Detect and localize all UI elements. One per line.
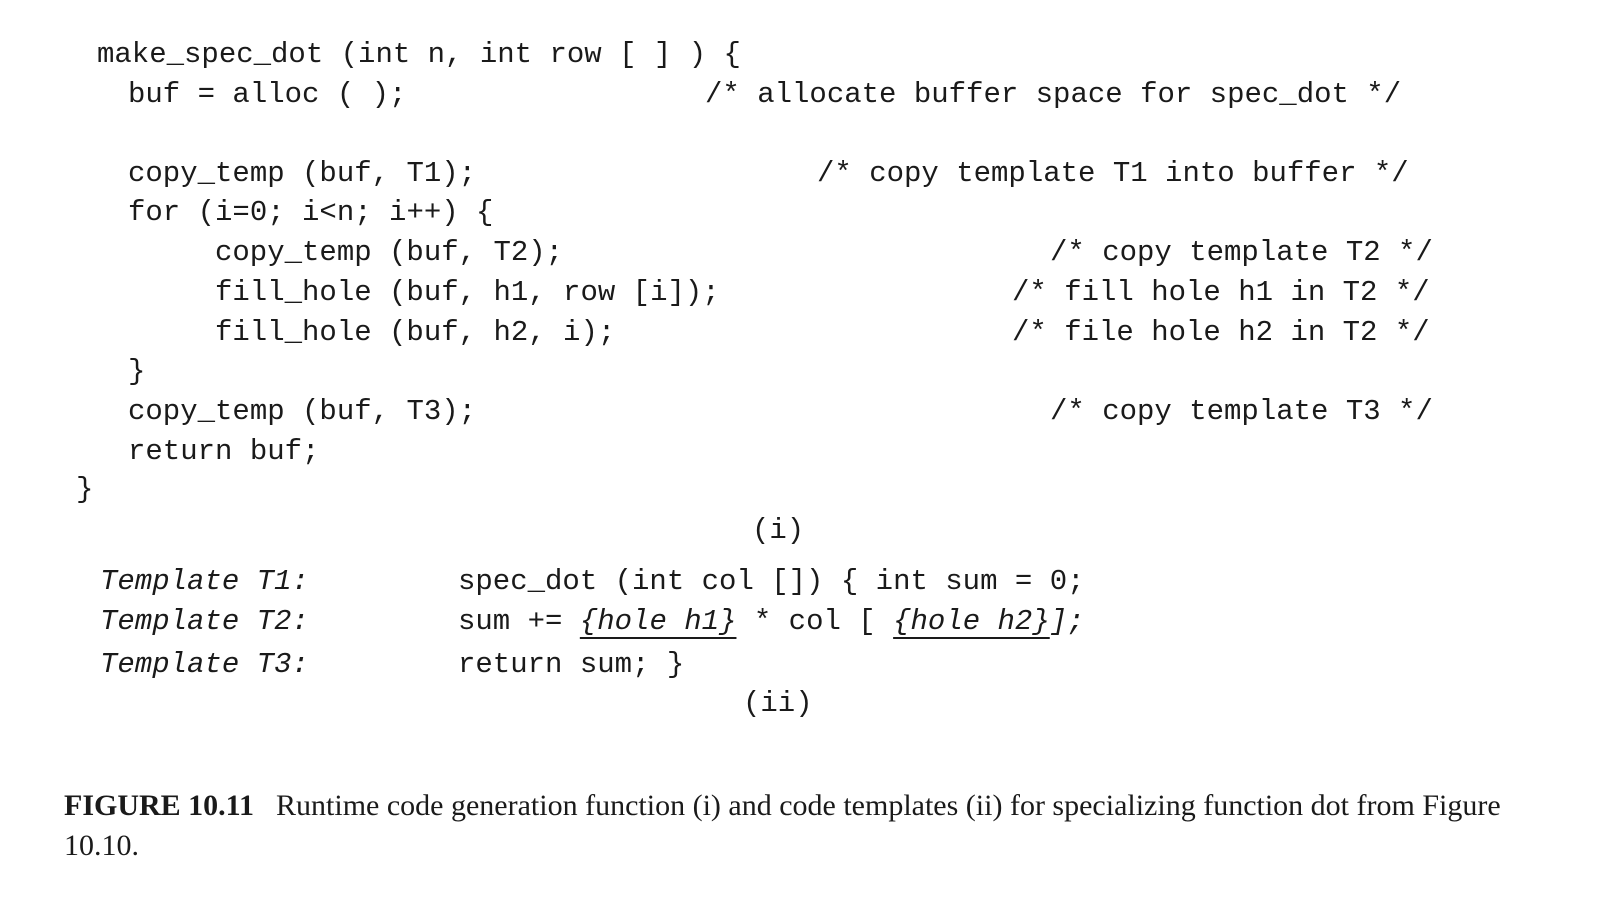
template-t1-code: spec_dot (int col []) { int sum = 0; (458, 565, 1085, 598)
code-return-line: return buf; (128, 435, 320, 468)
code-copy-t2-comment: /* copy template T2 */ (1050, 236, 1433, 269)
label-ii: (ii) (743, 687, 813, 720)
code-copy-t1: copy_temp (buf, T1); (128, 157, 477, 190)
template-t2-code: sum += {hole h1} * col [ {hole h2}]; (458, 607, 1085, 636)
code-copy-t3: copy_temp (buf, T3); (128, 395, 477, 428)
template-t2-hole-h1: {hole h1} (579, 605, 737, 638)
template-t2-hole-h2: {hole h2} (893, 605, 1050, 638)
template-t2-mid: * col [ (736, 605, 894, 638)
template-t1-label: Template T1: (100, 565, 309, 598)
code-signature: make_spec_dot (int n, int row [ ] ) { (97, 38, 741, 71)
code-inner-close-brace: } (128, 355, 146, 388)
figure-number: FIGURE 10.11 (64, 789, 255, 822)
template-t2-label: Template T2: (100, 605, 309, 638)
template-t3-label: Template T3: (100, 648, 309, 681)
code-buf-comment: /* allocate buffer space for spec_dot */ (705, 78, 1402, 111)
code-copy-t3-comment: /* copy template T3 */ (1050, 395, 1433, 428)
code-fill-h2-comment: /* file hole h2 in T2 */ (1012, 316, 1430, 349)
code-fill-h1-comment: /* fill hole h1 in T2 */ (1012, 276, 1430, 309)
figure-caption-text: Runtime code generation function (i) and… (64, 789, 1501, 862)
template-t2-suffix: ]; (1049, 605, 1085, 638)
code-fill-h2: fill_hole (buf, h2, i); (215, 316, 616, 349)
template-t3-code: return sum; } (458, 648, 685, 681)
code-copy-t2: copy_temp (buf, T2); (215, 236, 564, 269)
template-t2-prefix: sum += (458, 605, 580, 638)
code-for-line: for (i=0; i<n; i++) { (128, 196, 494, 229)
label-i: (i) (752, 514, 805, 547)
code-outer-close-brace: } (76, 473, 94, 506)
code-copy-t1-comment: /* copy template T1 into buffer */ (817, 157, 1409, 190)
code-buf-line: buf = alloc ( ); (128, 78, 407, 111)
code-fill-h1: fill_hole (buf, h1, row [i]); (215, 276, 720, 309)
